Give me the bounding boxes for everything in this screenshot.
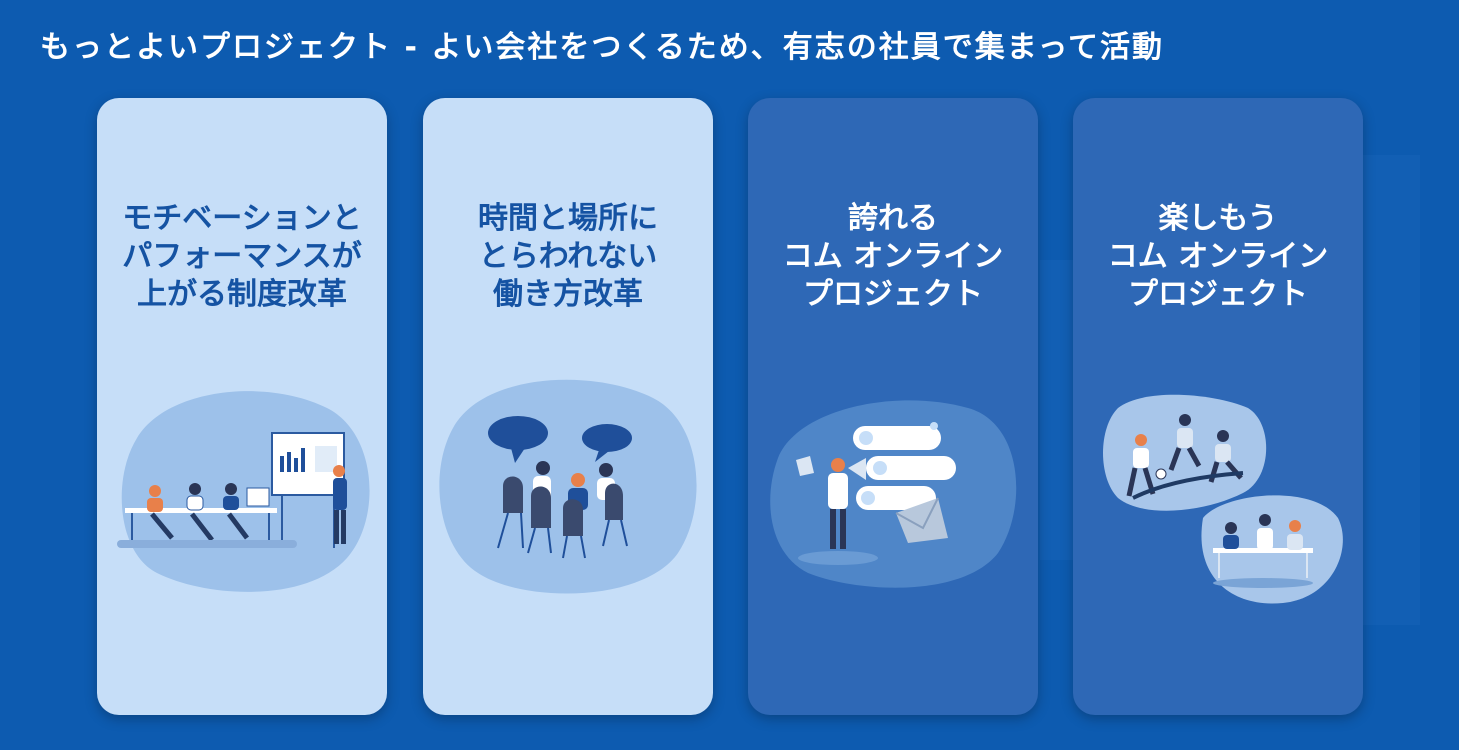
card-enjoy-project[interactable]: 楽しもう コム オンライン プロジェクト xyxy=(1073,98,1363,715)
card-title-line: コム オンライン xyxy=(782,239,1004,274)
card-title: 楽しもう コム オンライン プロジェクト xyxy=(1073,200,1363,314)
card-title: 誇れる コム オンライン プロジェクト xyxy=(748,200,1038,314)
card-title-line: プロジェクト xyxy=(1128,277,1308,312)
card-title-line: とらわれない xyxy=(478,239,658,274)
card-title-line: 時間と場所に xyxy=(478,201,658,236)
meeting-presentation-illustration xyxy=(117,391,370,592)
soccer-and-picnic-illustration xyxy=(1103,394,1343,604)
card-workstyle-reform[interactable]: 時間と場所に とらわれない 働き方改革 xyxy=(423,98,713,715)
card-title: モチベーションと パフォーマンスが 上がる制度改革 xyxy=(97,200,387,314)
card-title-line: コム オンライン xyxy=(1107,239,1329,274)
card-title-line: プロジェクト xyxy=(803,277,983,312)
card-title-line: 楽しもう xyxy=(1158,201,1278,236)
card-title: 時間と場所に とらわれない 働き方改革 xyxy=(423,200,713,314)
card-title-line: モチベーションと xyxy=(122,201,362,236)
card-title-line: パフォーマンスが xyxy=(122,239,362,274)
card-title-line: 働き方改革 xyxy=(493,277,643,312)
megaphone-announcement-illustration xyxy=(770,400,1017,588)
card-title-line: 上がる制度改革 xyxy=(137,277,347,312)
card-proud-project[interactable]: 誇れる コム オンライン プロジェクト xyxy=(748,98,1038,715)
discussion-group-illustration xyxy=(439,379,697,594)
card-motivation-reform[interactable]: モチベーションと パフォーマンスが 上がる制度改革 xyxy=(97,98,387,715)
page-title: もっとよいプロジェクト - よい会社をつくるため、有志の社員で集まって活動 xyxy=(40,30,1165,65)
card-title-line: 誇れる xyxy=(848,201,938,236)
